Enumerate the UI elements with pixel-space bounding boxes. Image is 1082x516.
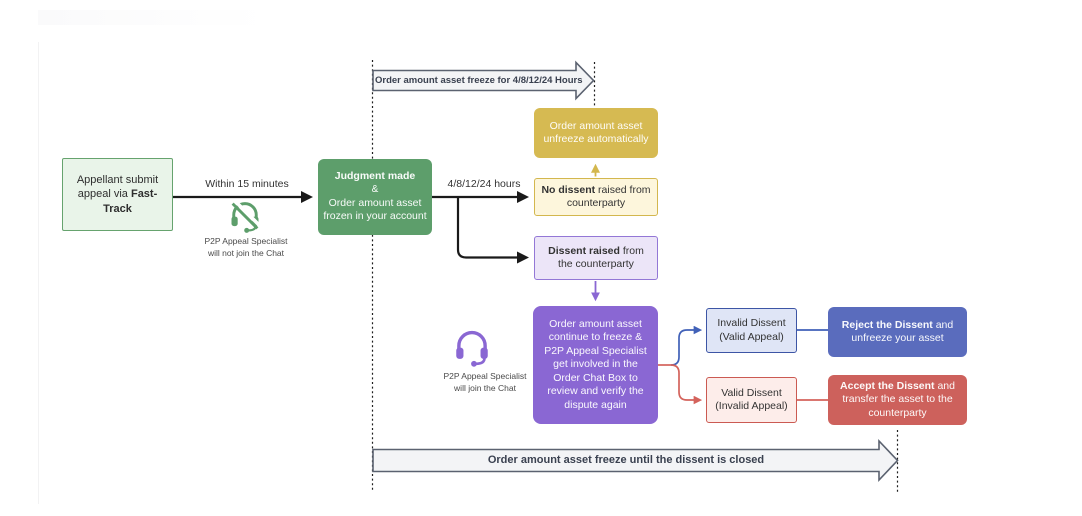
reject-text: and unfreeze your asset <box>851 318 954 344</box>
flow-arrows <box>173 190 530 264</box>
accept-text: and transfer the asset to the counterpar… <box>842 379 955 419</box>
no-dissent-box: No dissent raised from counterparty <box>534 178 658 216</box>
dissent-text: from the counterparty <box>558 244 644 270</box>
no-dissent-text: raised from counterparty <box>566 183 651 209</box>
hours-label: 4/8/12/24 hours <box>447 178 521 190</box>
bottom-banner-label: Order amount asset freeze until the diss… <box>487 454 765 466</box>
no-dissent-bold: No dissent <box>541 183 596 196</box>
dissent-bold: Dissent raised <box>548 244 620 257</box>
page-top-shadow <box>38 10 268 25</box>
dotted-timeline-lines <box>371 60 899 492</box>
invalid-dissent-box: Invalid Dissent (Valid Appeal) <box>706 308 797 353</box>
specialist-join-caption: P2P Appeal Specialist will join the Chat <box>432 371 538 395</box>
reject-bold: Reject the Dissent <box>841 318 933 331</box>
accept-dissent-box: Accept the Dissent and transfer the asse… <box>828 375 967 425</box>
specialist-not-join-caption: P2P Appeal Specialist will not join the … <box>193 236 299 260</box>
continue-freeze-text: Order amount asset continue to freeze & … <box>544 317 647 411</box>
continue-freeze-box: Order amount asset continue to freeze & … <box>533 306 658 424</box>
unfreeze-text: Order amount asset unfreeze automaticall… <box>543 119 649 145</box>
bottom-banner-arrow <box>372 438 899 483</box>
join-line2: will join the Chat <box>454 382 516 393</box>
not-join-line2: will not join the Chat <box>207 247 285 258</box>
judgment-title: Judgment made <box>334 170 416 183</box>
dissent-fork <box>658 325 828 405</box>
accept-bold: Accept the Dissent <box>840 379 935 392</box>
invalid-dissent-line2: (Valid Appeal) <box>719 330 784 343</box>
top-banner-label: Order amount asset freeze for 4/8/12/24 … <box>375 75 583 86</box>
valid-dissent-line2: (Invalid Appeal) <box>715 400 788 412</box>
headset-icon <box>456 330 488 367</box>
appellant-bold: Fast-Track <box>103 188 158 215</box>
not-join-line1: P2P Appeal Specialist <box>204 236 288 246</box>
invalid-dissent-line1: Invalid Dissent <box>717 317 786 330</box>
unfreeze-automatically-box: Order amount asset unfreeze automaticall… <box>534 108 658 158</box>
headset-muted-icon <box>231 200 262 233</box>
join-line1: P2P Appeal Specialist <box>443 371 527 381</box>
reject-dissent-box: Reject the Dissent and unfreeze your ass… <box>828 307 967 357</box>
top-banner-arrow <box>372 60 595 101</box>
appellant-text: Appellant submit appeal via <box>76 174 159 201</box>
appellant-submit-box: Appellant submit appeal via Fast-Track <box>62 158 173 231</box>
judgment-body: Order amount asset frozen in your accoun… <box>323 196 427 223</box>
within-15-minutes-label: Within 15 minutes <box>205 178 289 190</box>
valid-dissent-box: Valid Dissent (Invalid Appeal) <box>706 377 797 423</box>
valid-dissent-line1: Valid Dissent <box>721 386 782 399</box>
judgment-made-box: Judgment made & Order amount asset froze… <box>318 159 432 235</box>
dissent-raised-box: Dissent raised from the counterparty <box>534 236 658 280</box>
judgment-ampersand: & <box>371 183 379 195</box>
page-left-edge <box>38 42 39 504</box>
